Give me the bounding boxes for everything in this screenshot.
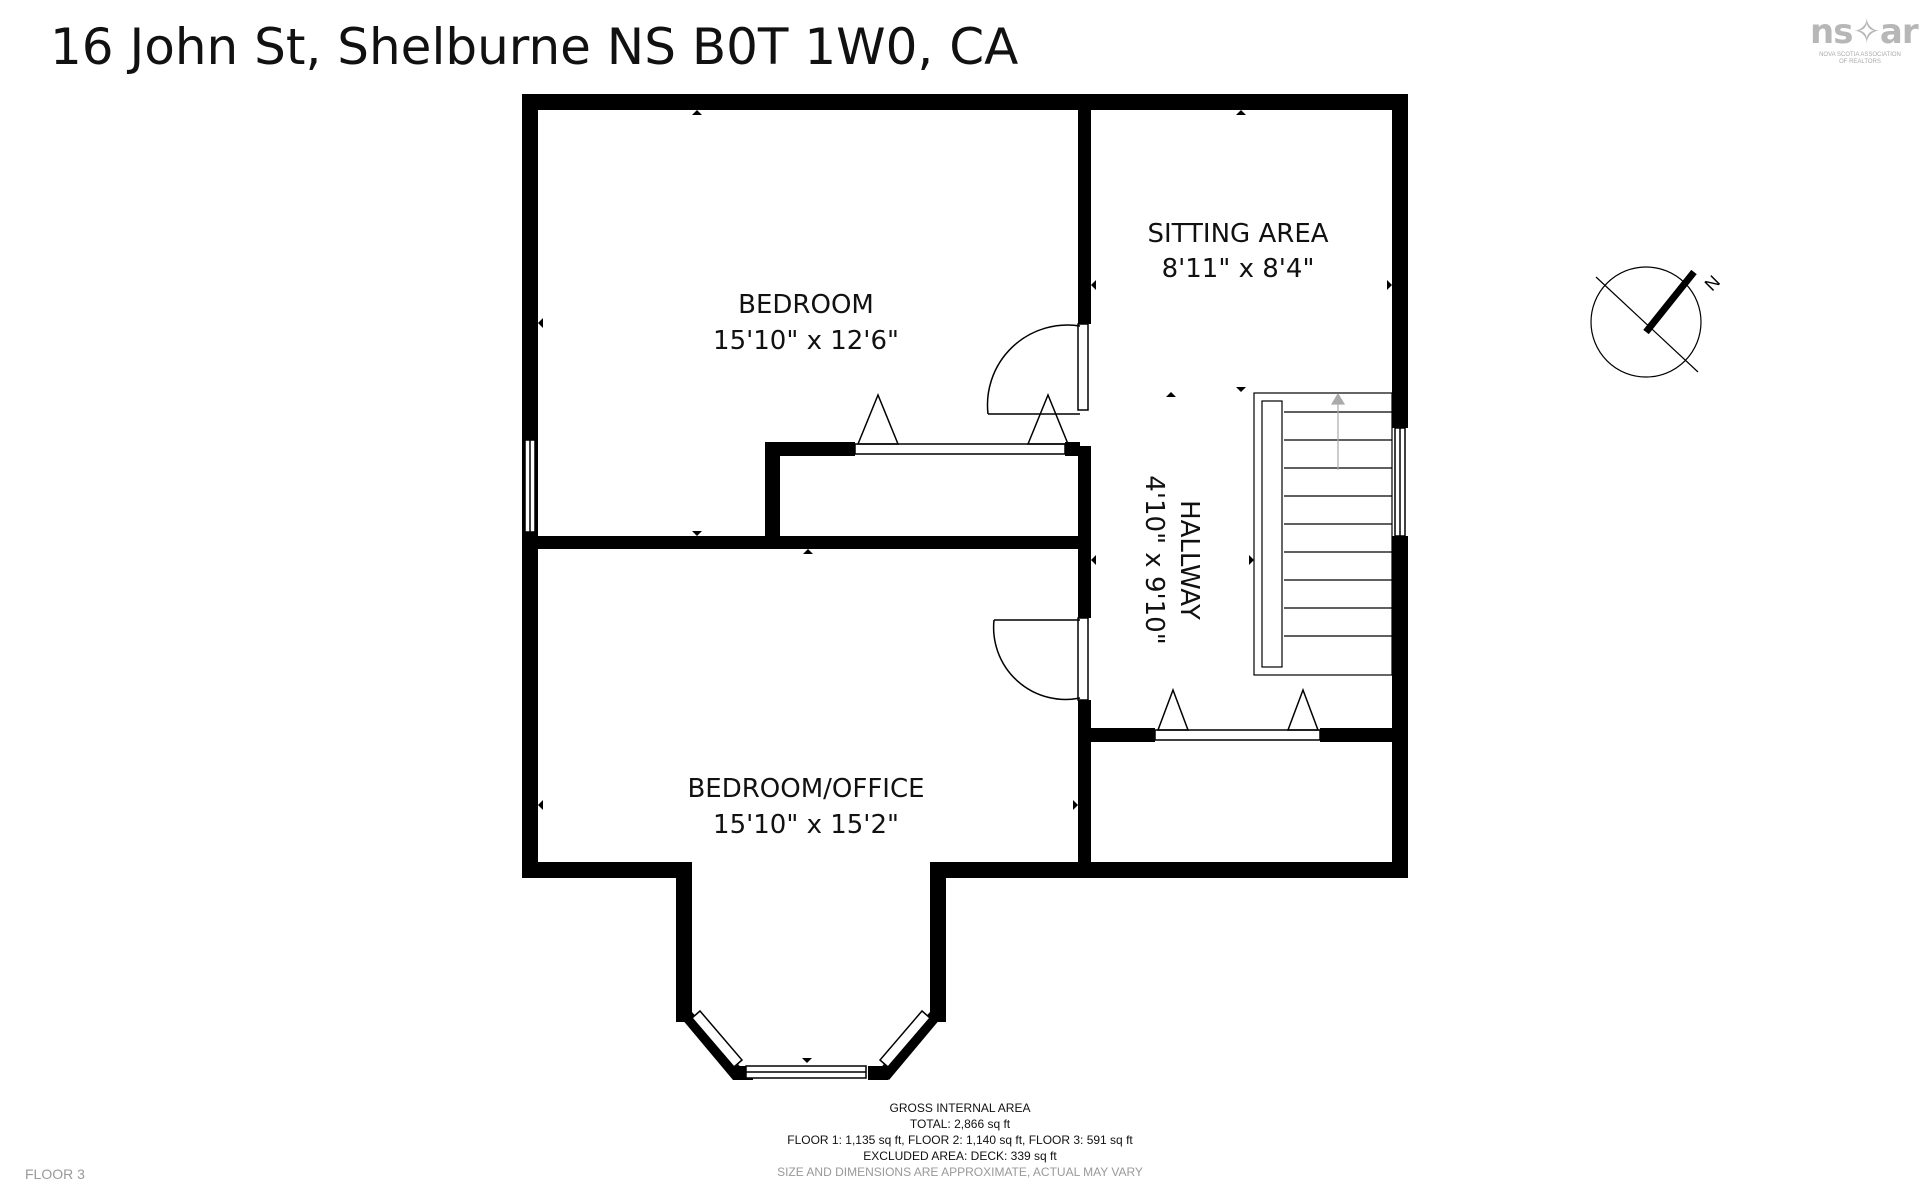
closet-doors: [856, 393, 1320, 731]
staircase: [1253, 392, 1393, 676]
area-heading: GROSS INTERNAL AREA: [889, 1101, 1031, 1115]
bedroom-name: BEDROOM: [738, 290, 874, 320]
realtor-logo: ns✧ar NOVA SCOTIA ASSOCIATION OF REALTOR…: [1810, 12, 1919, 68]
area-total: TOTAL: 2,866 sq ft: [909, 1117, 1011, 1131]
area-floors: FLOOR 1: 1,135 sq ft, FLOOR 2: 1,140 sq …: [787, 1133, 1133, 1147]
logo-subtitle-1: NOVA SCOTIA ASSOCIATION: [1819, 52, 1901, 58]
compass-icon: N: [1590, 266, 1724, 378]
area-disclaimer: SIZE AND DIMENSIONS ARE APPROXIMATE, ACT…: [777, 1165, 1143, 1179]
bedroom-size: 15'10" x 12'6": [713, 326, 899, 356]
sitting-area-size: 8'11" x 8'4": [1162, 254, 1315, 284]
room-labels: BEDROOM 15'10" x 12'6" SITTING AREA 8'11…: [687, 219, 1328, 840]
compass-north-label: N: [1701, 271, 1724, 294]
windows: [524, 427, 1406, 1079]
sitting-area-name: SITTING AREA: [1147, 219, 1328, 249]
bedroom-office-name: BEDROOM/OFFICE: [687, 774, 924, 804]
logo-text: ns✧ar: [1810, 12, 1919, 52]
area-notes: GROSS INTERNAL AREA TOTAL: 2,866 sq ft F…: [740, 1100, 1180, 1180]
swing-doors: [986, 323, 1089, 701]
area-excluded: EXCLUDED AREA: DECK: 339 sq ft: [863, 1149, 1057, 1163]
page-title: 16 John St, Shelburne NS B0T 1W0, CA: [50, 18, 1019, 76]
floor-label: FLOOR 3: [25, 1166, 85, 1182]
bedroom-office-size: 15'10" x 15'2": [713, 810, 899, 840]
hallway-name: HALLWAY: [1174, 500, 1204, 620]
closet-openings: [854, 443, 1321, 741]
logo-subtitle-2: OF REALTORS: [1839, 59, 1881, 65]
hallway-size: 4'10" x 9'10": [1139, 475, 1169, 644]
dimension-markers: [538, 110, 1392, 1063]
